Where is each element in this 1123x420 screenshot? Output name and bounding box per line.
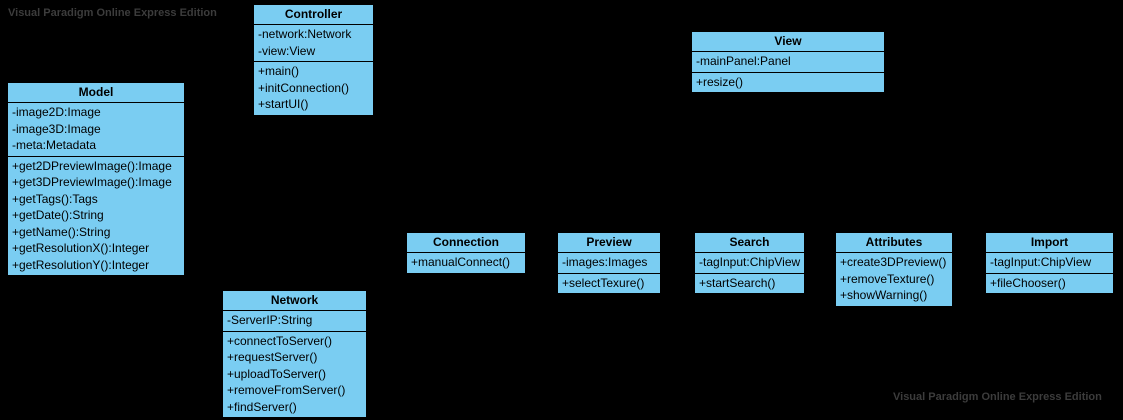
attributes-compartment-view: -mainPanel:Panel bbox=[692, 52, 884, 73]
class-operation: +initConnection() bbox=[258, 80, 350, 95]
attributes-compartment-search: -tagInput:ChipView bbox=[695, 253, 804, 274]
class-name-network: Network bbox=[223, 291, 366, 311]
class-attribute: -meta:Metadata bbox=[12, 138, 97, 152]
uml-class-controller[interactable]: Controller -network:Network -view:View +mai… bbox=[253, 4, 374, 116]
class-attribute: -tagInput:ChipView bbox=[699, 255, 801, 269]
operations-compartment-import: +fileChooser() bbox=[986, 274, 1113, 294]
class-name-connection: Connection bbox=[407, 233, 525, 253]
class-operation: +create3DPreview() bbox=[840, 255, 947, 269]
watermark-bottom: Visual Paradigm Online Express Edition bbox=[893, 391, 1102, 403]
class-operation: +get2DPreviewImage():Image bbox=[12, 158, 172, 173]
class-attribute: -images:Images bbox=[562, 255, 648, 269]
class-operation: +requestServer() bbox=[227, 350, 318, 364]
class-operation: +getTags():Tags bbox=[12, 191, 98, 206]
class-operation: +uploadToServer() bbox=[227, 366, 327, 381]
class-attribute: -image2D:Image bbox=[12, 105, 101, 119]
class-name-controller: Controller bbox=[254, 5, 373, 25]
uml-class-connection[interactable]: Connection +manualConnect() bbox=[406, 232, 526, 274]
class-operation: +get3DPreviewImage():Image bbox=[12, 175, 172, 189]
attributes-compartment-import: -tagInput:ChipView bbox=[986, 253, 1113, 274]
class-operation: +startUI() bbox=[258, 97, 309, 111]
class-attribute: -mainPanel:Panel bbox=[696, 54, 791, 68]
watermark-top: Visual Paradigm Online Express Edition bbox=[8, 7, 217, 19]
operations-compartment-search: +startSearch() bbox=[695, 274, 804, 294]
operations-compartment-attributes: +create3DPreview() +removeTexture() +showW… bbox=[836, 253, 952, 306]
class-attribute: -image3D:Image bbox=[12, 121, 101, 136]
uml-class-model[interactable]: Model -image2D:Image -image3D:Image -meta:M… bbox=[7, 82, 185, 276]
class-operation: +connectToServer() bbox=[227, 333, 333, 348]
class-name-preview: Preview bbox=[558, 233, 660, 253]
operations-compartment-view: +resize() bbox=[692, 73, 884, 93]
class-operation: +getResolutionY():Integer bbox=[12, 257, 150, 272]
class-operation: +removeTexture() bbox=[840, 271, 935, 286]
class-operation: +resize() bbox=[696, 74, 744, 89]
class-name-view: View bbox=[692, 32, 884, 52]
class-attribute: -ServerIP:String bbox=[227, 313, 313, 327]
class-name-model: Model bbox=[8, 83, 184, 103]
class-operation: +manualConnect() bbox=[411, 255, 511, 269]
class-name-import: Import bbox=[986, 233, 1113, 253]
class-operation: +getName():String bbox=[12, 224, 111, 239]
class-operation: +findServer() bbox=[227, 399, 297, 414]
class-attribute: -view:View bbox=[258, 43, 316, 58]
attributes-compartment-model: -image2D:Image -image3D:Image -meta:Metada… bbox=[8, 103, 184, 157]
attributes-compartment-network: -ServerIP:String bbox=[223, 311, 366, 332]
uml-class-network[interactable]: Network -ServerIP:String +connectToServer(… bbox=[222, 290, 367, 418]
class-name-attributes: Attributes bbox=[836, 233, 952, 253]
operations-compartment-connection: +manualConnect() bbox=[407, 253, 525, 273]
attributes-compartment-controller: -network:Network -view:View bbox=[254, 25, 373, 62]
operations-compartment-preview: +selectTexure() bbox=[558, 274, 660, 294]
class-operation: +fileChooser() bbox=[990, 275, 1066, 290]
class-attribute: -tagInput:ChipView bbox=[990, 255, 1092, 269]
class-operation: +selectTexure() bbox=[562, 275, 645, 290]
class-operation: +getDate():String bbox=[12, 208, 104, 222]
class-operation: +showWarning() bbox=[840, 288, 928, 302]
uml-class-preview[interactable]: Preview -images:Images +selectTexure() bbox=[557, 232, 661, 294]
operations-compartment-network: +connectToServer() +requestServer() +uploa… bbox=[223, 332, 366, 418]
class-name-search: Search bbox=[695, 233, 804, 253]
uml-class-view[interactable]: View -mainPanel:Panel +resize() bbox=[691, 31, 885, 93]
attributes-compartment-preview: -images:Images bbox=[558, 253, 660, 274]
class-operation: +removeFromServer() bbox=[227, 383, 346, 397]
uml-class-search[interactable]: Search -tagInput:ChipView +startSearch() bbox=[694, 232, 805, 294]
uml-class-attributes[interactable]: Attributes +create3DPreview() +removeTextu… bbox=[835, 232, 953, 307]
class-operation: +getResolutionX():Integer bbox=[12, 241, 150, 255]
uml-class-import[interactable]: Import -tagInput:ChipView +fileChooser() bbox=[985, 232, 1114, 294]
operations-compartment-model: +get2DPreviewImage():Image +get3DPreviewI… bbox=[8, 157, 184, 276]
class-operation: +main() bbox=[258, 64, 300, 78]
class-operation: +startSearch() bbox=[699, 275, 776, 290]
operations-compartment-controller: +main() +initConnection() +startUI() bbox=[254, 62, 373, 115]
class-attribute: -network:Network bbox=[258, 27, 352, 41]
